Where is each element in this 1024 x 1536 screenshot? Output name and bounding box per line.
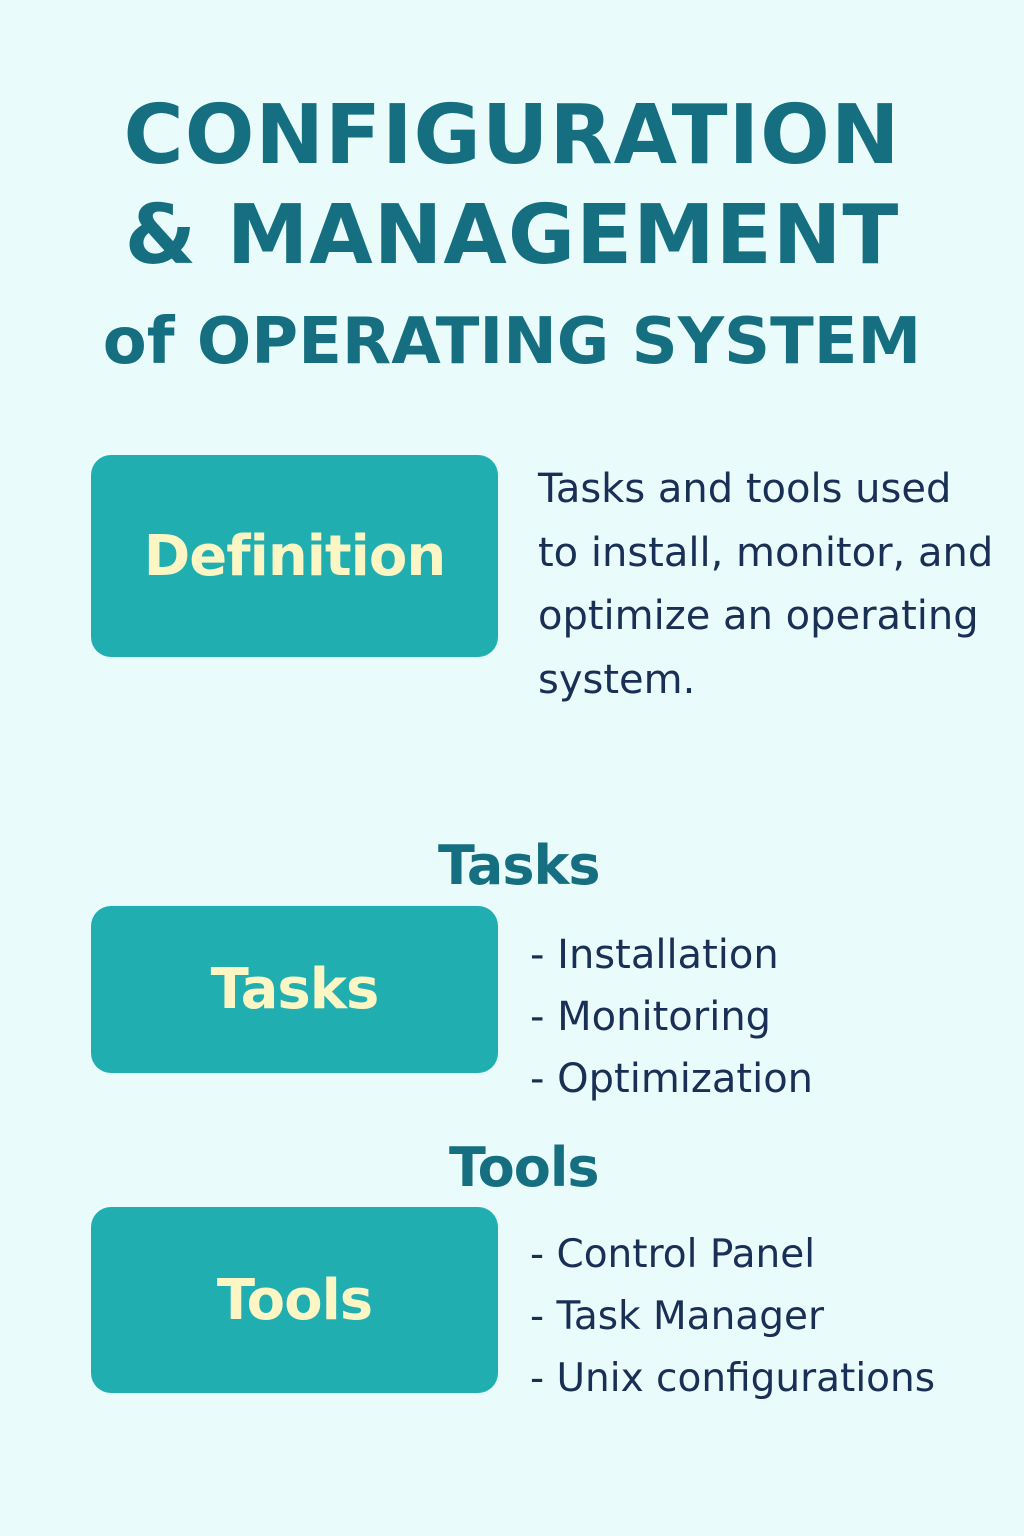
title-line-3: of OPERATING SYSTEM — [102, 305, 922, 379]
title-line-2: & MANAGEMENT — [124, 188, 900, 283]
list-item: - Task Manager — [530, 1294, 824, 1339]
tools-list: - Control Panel - Task Manager - Unix co… — [530, 1224, 935, 1410]
title-line-1: CONFIGURATION — [123, 88, 901, 183]
tools-heading: Tools — [449, 1136, 600, 1199]
list-item: - Monitoring — [530, 994, 772, 1040]
tasks-heading: Tasks — [438, 834, 601, 897]
tools-box: Tools — [91, 1207, 498, 1393]
list-item: - Optimization — [530, 1056, 814, 1102]
tools-label: Tools — [216, 1267, 373, 1333]
tasks-list: - Installation - Monitoring - Optimizati… — [530, 924, 813, 1110]
tasks-label: Tasks — [210, 957, 380, 1022]
definition-label: Definition — [143, 523, 446, 589]
definition-text: Tasks and tools used to install, monitor… — [538, 466, 994, 703]
definition-box: Definition — [91, 455, 498, 657]
list-item: - Installation — [530, 932, 779, 978]
tasks-box: Tasks — [91, 906, 498, 1073]
list-item: - Unix configurations — [530, 1356, 936, 1401]
list-item: - Control Panel — [530, 1232, 816, 1277]
